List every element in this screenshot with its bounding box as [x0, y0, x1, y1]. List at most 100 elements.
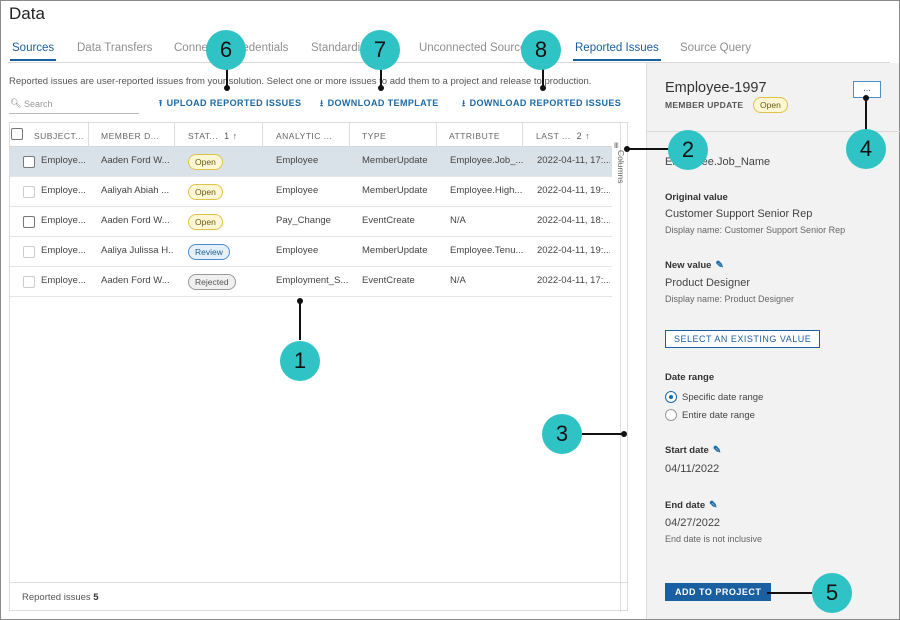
callout-leader — [627, 148, 669, 150]
callout-leader — [582, 433, 624, 435]
cell-analytic: Pay_Change — [276, 215, 331, 226]
new-value: Product Designer — [665, 277, 750, 289]
tab-data-transfers[interactable]: Data Transfers — [77, 42, 153, 54]
tab-underline — [8, 62, 890, 63]
columns-toggle[interactable]: Columns — [616, 150, 626, 184]
search-input[interactable]: 🔍︎ Search — [9, 96, 139, 114]
status-badge: Rejected — [188, 274, 236, 290]
callout-8: 8 — [521, 30, 561, 70]
download-icon: ⭳ — [320, 98, 324, 108]
download-template-button[interactable]: ⭳DOWNLOAD TEMPLATE — [320, 96, 439, 112]
download-issues-label: DOWNLOAD REPORTED ISSUES — [469, 98, 622, 108]
cell-type: MemberUpdate — [362, 185, 428, 196]
start-date-label: Start date✎ — [665, 445, 722, 456]
tab-unconnected-sources[interactable]: Unconnected Sources — [419, 42, 533, 54]
add-to-project-button[interactable]: ADD TO PROJECT — [665, 583, 772, 601]
table-row[interactable]: Employe... Aaden Ford W... Open Employee… — [10, 147, 612, 177]
callout-dot — [540, 85, 546, 91]
end-date-value: 04/27/2022 — [665, 517, 721, 529]
callout-3: 3 — [542, 414, 582, 454]
download-icon: ⭳ — [462, 98, 466, 108]
row-checkbox[interactable] — [23, 246, 35, 258]
original-value: Customer Support Senior Rep — [665, 208, 813, 220]
col-member[interactable]: MEMBER D... — [89, 123, 175, 147]
callout-dot — [224, 85, 230, 91]
callout-leader — [299, 300, 301, 340]
pencil-icon[interactable]: ✎ — [709, 500, 718, 511]
start-date-value: 04/11/2022 — [665, 463, 720, 475]
grid-header: SUBJECT... MEMBER D... STAT...1 ↑ ANALYT… — [10, 123, 612, 147]
cell-attribute: Employee.High... — [450, 185, 523, 196]
description-text: Reported issues are user-reported issues… — [9, 76, 592, 87]
cell-analytic: Employee — [276, 155, 319, 166]
end-date-hint: End date is not inclusive — [665, 534, 763, 544]
cell-member: Aaliyah Abiah ... — [101, 185, 170, 196]
cell-last: 2022-04-11, 18:... — [537, 215, 610, 226]
panel-subtitle: MEMBER UPDATE — [665, 100, 744, 110]
cell-type: MemberUpdate — [362, 155, 428, 166]
radio-specific-date-range[interactable] — [665, 391, 677, 403]
status-badge: Open — [188, 154, 223, 170]
row-checkbox[interactable] — [23, 276, 35, 288]
reported-issues-count: Reported issues 5 — [22, 592, 99, 603]
upload-reported-issues-button[interactable]: ⭱UPLOAD REPORTED ISSUES — [159, 96, 301, 112]
cell-member: Aaden Ford W... — [101, 155, 170, 166]
cell-last: 2022-04-11, 17:... — [537, 275, 610, 286]
cell-attribute: Employee.Job_... — [450, 155, 523, 166]
status-badge: Open — [188, 214, 223, 230]
cell-last: 2022-04-11, 19:... — [537, 245, 610, 256]
tab-source-query[interactable]: Source Query — [680, 42, 751, 54]
col-subject[interactable]: SUBJECT... — [26, 123, 89, 147]
more-options-button[interactable]: ... — [853, 81, 881, 98]
col-analytic[interactable]: ANALYTIC ... — [263, 123, 350, 147]
callout-4: 4 — [846, 129, 886, 169]
radio-entire-date-range[interactable] — [665, 409, 677, 421]
callout-7: 7 — [360, 30, 400, 70]
callout-dot — [624, 146, 630, 152]
cell-type: MemberUpdate — [362, 245, 428, 256]
cell-subject: Employe... — [41, 245, 86, 256]
tab-reported-issues[interactable]: Reported Issues — [573, 42, 661, 61]
new-value-label: New value✎ — [665, 260, 724, 271]
status-badge: Open — [753, 97, 788, 113]
select-existing-value-button[interactable]: SELECT AN EXISTING VALUE — [665, 330, 821, 348]
pencil-icon[interactable]: ✎ — [715, 260, 724, 271]
download-reported-issues-button[interactable]: ⭳DOWNLOAD REPORTED ISSUES — [462, 96, 621, 112]
radio-specific-label: Specific date range — [682, 392, 764, 403]
col-attribute[interactable]: ATTRIBUTE — [437, 123, 523, 147]
cell-subject: Employe... — [41, 215, 86, 226]
callout-dot — [621, 431, 627, 437]
cell-subject: Employe... — [41, 185, 86, 196]
row-checkbox[interactable] — [23, 156, 35, 168]
cell-analytic: Employment_S... — [276, 275, 349, 286]
row-checkbox[interactable] — [23, 216, 35, 228]
cell-analytic: Employee — [276, 245, 319, 256]
status-badge: Open — [188, 184, 223, 200]
upload-icon: ⭱ — [159, 98, 163, 108]
upload-label: UPLOAD REPORTED ISSUES — [166, 98, 302, 108]
col-status[interactable]: STAT...1 ↑ — [175, 123, 263, 147]
select-all-checkbox[interactable] — [11, 128, 23, 140]
table-row[interactable]: Employe... Aaliyah Abiah ... Open Employ… — [10, 177, 612, 207]
table-row[interactable]: Employe... Aaliya Julissa H... Review Em… — [10, 237, 612, 267]
cell-member: Aaliya Julissa H... — [101, 245, 173, 256]
table-row[interactable]: Employe... Aaden Ford W... Rejected Empl… — [10, 267, 612, 297]
new-display-name: Display name: Product Designer — [665, 294, 795, 304]
cell-type: EventCreate — [362, 275, 415, 286]
callout-leader — [542, 65, 544, 87]
panel-divider — [647, 131, 900, 132]
search-placeholder: Search — [24, 99, 53, 109]
pencil-icon[interactable]: ✎ — [712, 445, 722, 456]
tab-sources[interactable]: Sources — [9, 42, 57, 61]
cell-attribute: N/A — [450, 275, 466, 286]
date-range-label: Date range — [665, 372, 715, 383]
col-last[interactable]: LAST ...2 ↑ — [536, 131, 591, 141]
row-checkbox[interactable] — [23, 186, 35, 198]
reported-issues-grid: SUBJECT... MEMBER D... STAT...1 ↑ ANALYT… — [9, 122, 628, 612]
sort-indicator: 2 ↑ — [576, 131, 591, 141]
cell-member: Aaden Ford W... — [101, 215, 170, 226]
grip-icon[interactable]: ‖‖ — [614, 143, 619, 150]
cell-last: 2022-04-11, 19:... — [537, 185, 610, 196]
table-row[interactable]: Employe... Aaden Ford W... Open Pay_Chan… — [10, 207, 612, 237]
col-type[interactable]: TYPE — [350, 123, 437, 147]
